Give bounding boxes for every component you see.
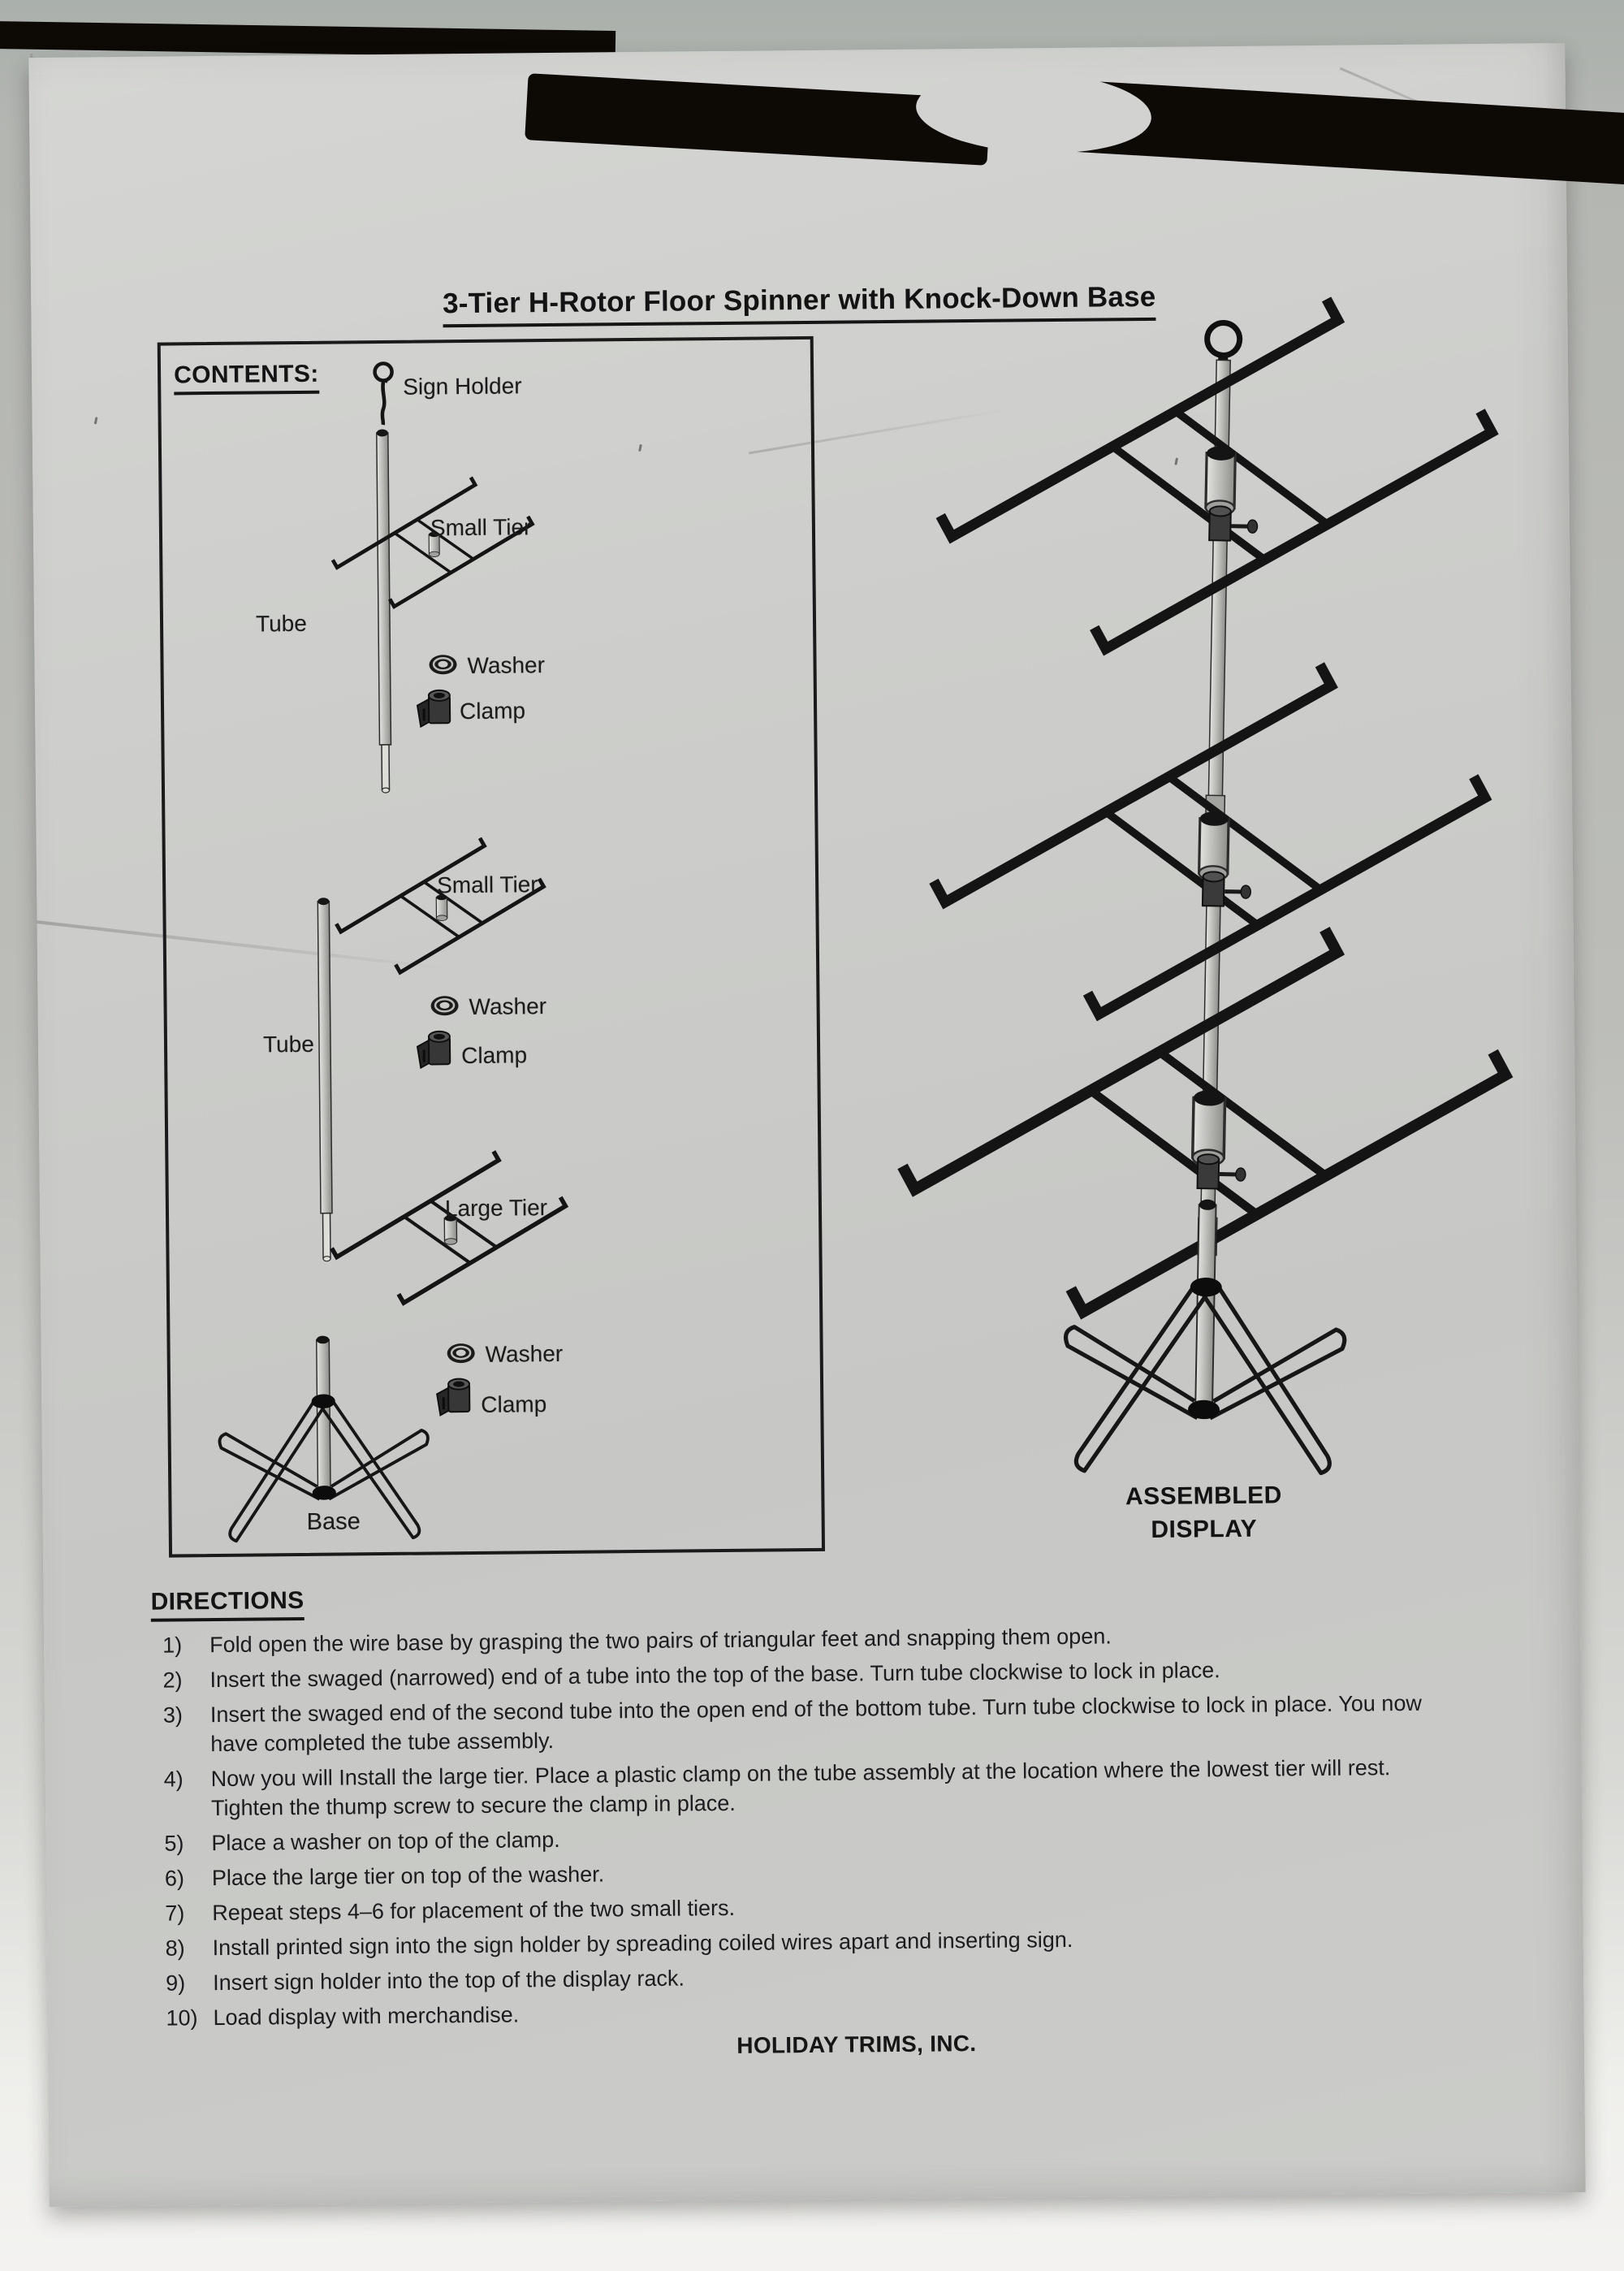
washer-label: Washer — [469, 993, 547, 1019]
clamp-label: Clamp — [461, 1042, 528, 1069]
instruction-sheet: 3-Tier H-Rotor Floor Spinner with Knock-… — [28, 42, 1594, 2208]
clamp-icon — [416, 1030, 451, 1070]
paper-speck — [93, 417, 98, 425]
large-tier-label: Large Tier — [444, 1195, 548, 1222]
washer-icon — [430, 994, 460, 1017]
washer-label: Washer — [485, 1340, 564, 1367]
clamp-on-pole — [1208, 505, 1259, 542]
clamp-on-pole — [1201, 871, 1251, 907]
tube-label: Tube — [255, 610, 307, 637]
small-tier-label: Small Tier — [436, 872, 538, 898]
contents-heading: CONTENTS: — [173, 360, 319, 396]
washer-icon — [446, 1342, 477, 1365]
direction-step: 3)Insert the swaged end of the second tu… — [162, 1690, 1423, 1757]
washer-icon — [428, 653, 458, 676]
directions-list: 1)Fold open the wire base by grasping th… — [162, 1617, 1547, 2064]
clamp-label: Clamp — [481, 1391, 547, 1417]
clamp-on-pole — [1196, 1153, 1246, 1190]
washer-label: Washer — [467, 652, 546, 678]
contents-box: CONTENTS: Sign Holder Tube Small Tier Wa… — [157, 335, 826, 1558]
direction-step: 4)Now you will Install the large tier. P… — [163, 1755, 1391, 1821]
sign-holder-icon — [369, 360, 395, 415]
small-tier-label: Small Tier — [430, 514, 532, 541]
directions-heading: DIRECTIONS — [150, 1586, 304, 1622]
clamp-icon — [416, 689, 451, 729]
base-label: Base — [306, 1508, 361, 1535]
small-tier-diagram — [333, 834, 551, 984]
clamp-label: Clamp — [459, 698, 526, 725]
small-tier-diagram — [329, 474, 538, 617]
company-name: HOLIDAY TRIMS, INC. — [736, 2031, 977, 2058]
assembled-display-diagram — [934, 305, 1599, 1534]
tube-label: Tube — [262, 1031, 314, 1058]
large-tier-diagram — [327, 1144, 572, 1319]
assembled-display-caption: ASSEMBLED DISPLAY — [1125, 1482, 1282, 1543]
sign-holder-label: Sign Holder — [403, 373, 522, 400]
